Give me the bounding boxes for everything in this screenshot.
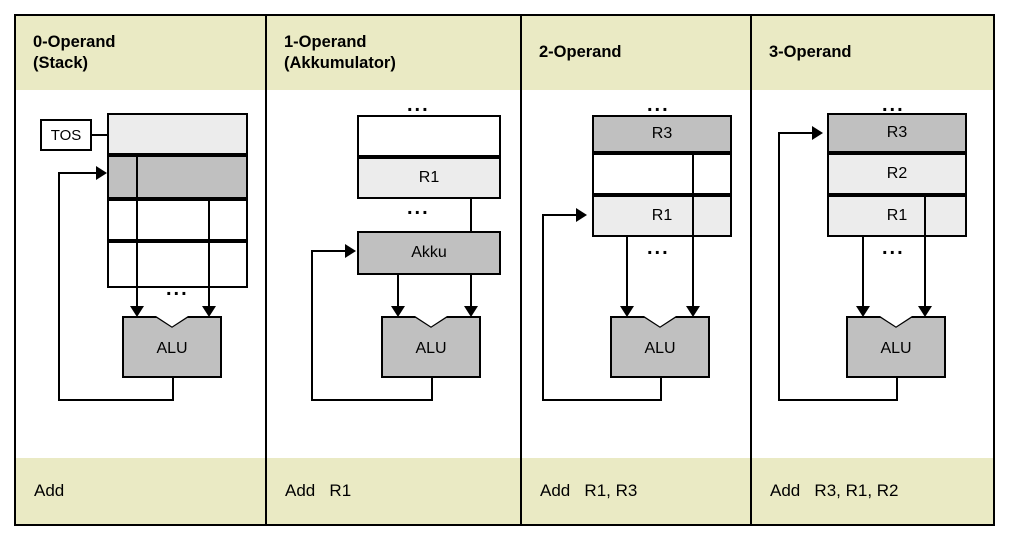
feedback-arrowhead-icon	[576, 208, 587, 222]
diagram-three-operand: ... R3 R2 R1 ... ALU	[752, 90, 993, 462]
feedback-arrowhead-icon	[345, 244, 356, 258]
register-ellipsis-middle: ...	[407, 197, 430, 219]
stack-cell-1	[107, 155, 248, 199]
instruction-cell-zero-operand: Add	[16, 458, 265, 524]
tos-arrow-line	[92, 134, 110, 136]
operand-arrowhead-left-icon	[620, 306, 634, 317]
header-cell-three-operand: 3-Operand	[752, 16, 993, 90]
header-line-2: (Akkumulator)	[284, 54, 396, 72]
header-line-1: 2-Operand	[539, 43, 622, 62]
register-cell-empty	[357, 115, 501, 157]
feedback-line-bottom	[542, 399, 662, 401]
feedback-arrowhead-icon	[812, 126, 823, 140]
feedback-line-into-accumulator	[311, 250, 353, 252]
operand-arrowhead-left-icon	[130, 306, 144, 317]
feedback-line-into-register	[542, 214, 584, 216]
operand-arrowhead-right-icon	[202, 306, 216, 317]
operand-line-left	[136, 155, 138, 312]
operand-line-right	[208, 197, 210, 312]
register-ellipsis-top: ...	[407, 94, 430, 116]
operand-arrowhead-left-icon	[856, 306, 870, 317]
column-divider-2	[520, 16, 522, 524]
operand-arrowhead-right-icon	[464, 306, 478, 317]
register-cell-r1: R1	[827, 195, 967, 237]
operand-arrowhead-right-icon	[686, 306, 700, 317]
register-ellipsis-bottom: ...	[882, 237, 905, 259]
instruction-cell-two-operand: Add R1, R3	[522, 458, 750, 524]
comparison-table: 0-Operand (Stack) 1-Operand (Akkumulator…	[14, 14, 995, 526]
register-ellipsis-bottom: ...	[647, 237, 670, 259]
stack-ellipsis: ...	[166, 278, 189, 300]
feedback-line-up	[542, 214, 544, 401]
header-cell-two-operand: 2-Operand	[522, 16, 750, 90]
feedback-line-into-register	[778, 132, 820, 134]
register-cell-r3: R3	[827, 113, 967, 153]
column-divider-1	[265, 16, 267, 524]
feedback-arrowhead-icon	[96, 166, 107, 180]
stack-cell-3	[107, 241, 248, 288]
alu-label: ALU	[644, 340, 676, 357]
feedback-line-bottom	[778, 399, 898, 401]
diagram-one-operand: ... R1 ... Akku ALU	[267, 90, 520, 462]
header-line-2: (Stack)	[33, 54, 89, 72]
alu-label: ALU	[156, 340, 188, 357]
diagram-two-operand: ... R3 R1 ... ALU	[522, 90, 750, 462]
stack-cell-2	[107, 199, 248, 241]
register-ellipsis-top: ...	[882, 94, 905, 116]
header-line-1: 0-Operand	[33, 32, 116, 51]
instruction-text: Add R1, R3	[540, 481, 638, 500]
operand-arrowhead-right-icon	[918, 306, 932, 317]
feedback-line-bottom	[311, 399, 433, 401]
feedback-line-into-stack	[58, 172, 104, 174]
alu-label: ALU	[880, 340, 912, 357]
register-ellipsis-top: ...	[647, 94, 670, 116]
register-cell-r2: R2	[827, 153, 967, 195]
diagram-zero-operand: TOS ... ALU	[16, 90, 265, 462]
feedback-line-down	[431, 376, 433, 401]
feedback-line-up	[778, 132, 780, 401]
feedback-line-down	[172, 376, 174, 401]
operand-line-right	[692, 153, 694, 312]
feedback-line-down	[896, 376, 898, 401]
operand-line-right	[924, 195, 926, 312]
header-cell-zero-operand: 0-Operand (Stack)	[16, 16, 265, 90]
register-cell-empty	[592, 153, 732, 195]
column-divider-3	[750, 16, 752, 524]
header-line-1: 1-Operand	[284, 32, 367, 51]
instruction-cell-three-operand: Add R3, R1, R2	[752, 458, 993, 524]
stack-cell-0	[107, 113, 248, 155]
alu-label: ALU	[415, 340, 447, 357]
header-line-1: 3-Operand	[769, 43, 852, 62]
instruction-text: Add R3, R1, R2	[770, 481, 899, 500]
instruction-cell-one-operand: Add R1	[267, 458, 520, 524]
header-cell-one-operand: 1-Operand (Akkumulator)	[267, 16, 520, 90]
register-cell-r3: R3	[592, 115, 732, 153]
accumulator-box: Akku	[357, 231, 501, 275]
operand-line-left	[626, 237, 628, 312]
register-cell-r1: R1	[592, 195, 732, 237]
operand-line-left	[397, 275, 399, 312]
feedback-line-down	[660, 376, 662, 401]
operand-line-left	[862, 237, 864, 312]
instruction-text: Add	[34, 481, 65, 500]
feedback-line-up	[311, 250, 313, 401]
feedback-line-up	[58, 172, 60, 401]
instruction-text: Add R1	[285, 481, 352, 500]
tos-label-box: TOS	[40, 119, 92, 151]
register-cell-r1: R1	[357, 157, 501, 199]
feedback-line-bottom	[58, 399, 174, 401]
operand-arrowhead-left-icon	[391, 306, 405, 317]
